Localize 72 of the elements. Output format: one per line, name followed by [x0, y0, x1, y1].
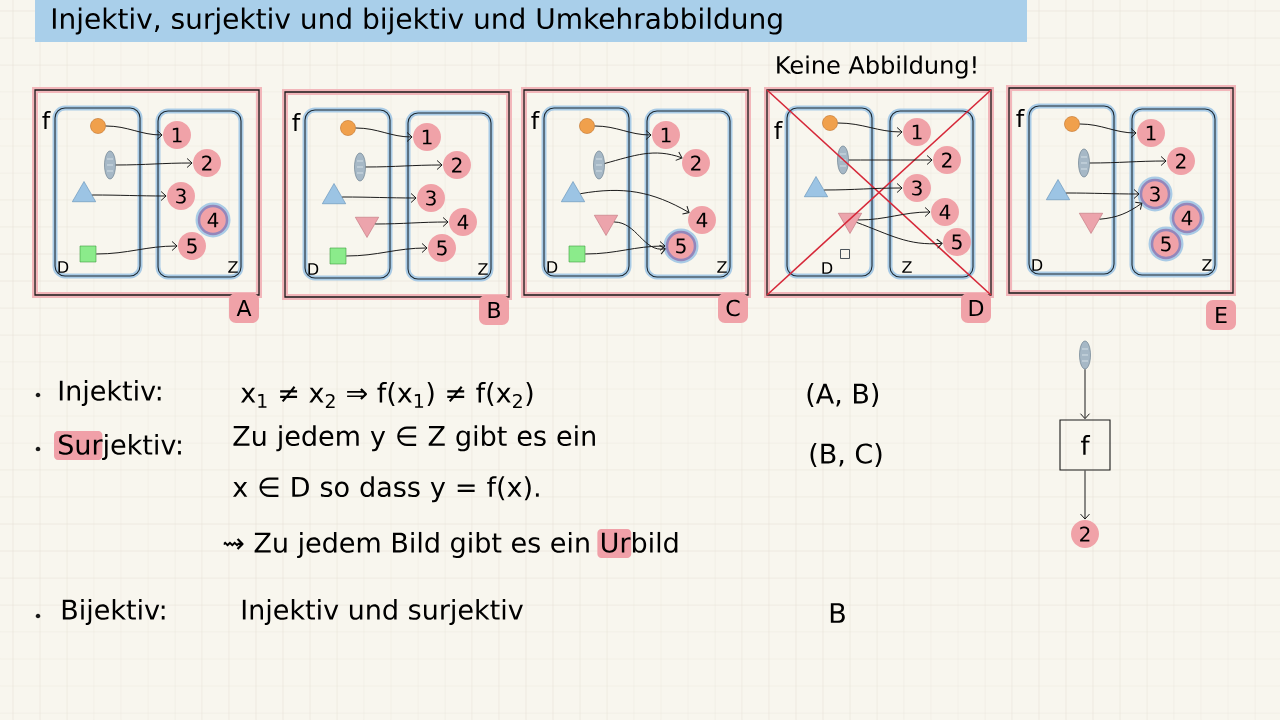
letter-badge: E [1206, 300, 1236, 330]
circle-shape [90, 118, 106, 134]
arrow [584, 241, 666, 255]
set-box: D [1026, 103, 1117, 277]
formula-text: x$_{1}$ ≠ x$_{2}$ ⇒ f(x$_{1}$) ≠ f(x$_{2}$) [241, 382, 533, 408]
term-label: Injektiv: [59, 379, 161, 407]
set-box: D [541, 105, 632, 279]
square-shape [79, 245, 97, 263]
set-box: D [302, 107, 393, 281]
term-label: Bijektiv: [62, 598, 165, 626]
circle-shape [579, 118, 595, 134]
arrow [345, 243, 428, 257]
triangle-shape [72, 181, 96, 203]
arrow [604, 151, 683, 164]
arrow [95, 241, 178, 255]
square-shape [840, 249, 850, 259]
ellipse-shape [1078, 148, 1090, 178]
arrow [115, 158, 193, 168]
arrow [91, 191, 167, 201]
arrow [613, 221, 666, 255]
letter-badge: B [479, 295, 509, 325]
letter-badge: C [718, 293, 748, 323]
circle-shape [822, 115, 838, 131]
arrow [579, 189, 690, 215]
ellipse-shape [354, 152, 366, 182]
function-box: f [1059, 419, 1111, 471]
triangle-shape [1046, 179, 1070, 201]
example-letters: B [830, 603, 845, 623]
triangle-shape [594, 214, 618, 236]
definition-text: Zu jedem y ∈ Z gibt es ein x ∈ D so dass y = f(x). [233, 425, 595, 503]
triangle-shape [561, 181, 585, 203]
example-letters: (B, C) [810, 442, 882, 467]
arrow [1080, 470, 1090, 520]
set-box: D [784, 105, 875, 279]
arrow [848, 155, 933, 165]
triangle-shape [322, 183, 346, 205]
arrow [857, 207, 931, 221]
triangle-shape [1079, 212, 1103, 234]
set-box: D [52, 105, 143, 279]
arrow [594, 125, 652, 140]
arrow [856, 221, 943, 249]
arrow [341, 193, 417, 203]
definition-text: Injektiv und surjektiv [242, 598, 523, 626]
letter-badge: D [961, 293, 991, 323]
arrow [1065, 189, 1140, 199]
definition-text: ⇝ Zu jedem Bild gibt es ein Urbild [223, 529, 678, 559]
letter-badge: A [229, 293, 259, 323]
square-shape [568, 245, 586, 263]
example-letters: (A, B) [807, 382, 879, 407]
arrow [365, 160, 443, 170]
arrow [355, 127, 413, 142]
triangle-shape [838, 212, 862, 234]
ellipse-shape [837, 145, 849, 175]
arrow [1099, 201, 1143, 220]
ellipse-shape [593, 150, 605, 180]
title-banner: Injektiv, surjektiv und bijektiv und Umkehrabbildung [35, 0, 1027, 42]
arrow [1079, 123, 1137, 138]
arrow [1089, 156, 1167, 166]
circle-shape [1064, 116, 1080, 132]
square-shape [329, 247, 347, 265]
triangle-shape [355, 216, 379, 238]
term-label: Surjektiv: [54, 431, 181, 461]
arrow [105, 125, 163, 140]
ellipse-shape [104, 150, 116, 180]
ellipse-shape [1079, 340, 1091, 370]
arrow [837, 122, 903, 137]
arrow [374, 217, 449, 227]
arrow [1080, 368, 1090, 420]
warning-text: Keine Abbildung! [777, 55, 976, 79]
triangle-shape [804, 176, 828, 198]
arrow [823, 183, 903, 193]
circle-shape [340, 120, 356, 136]
